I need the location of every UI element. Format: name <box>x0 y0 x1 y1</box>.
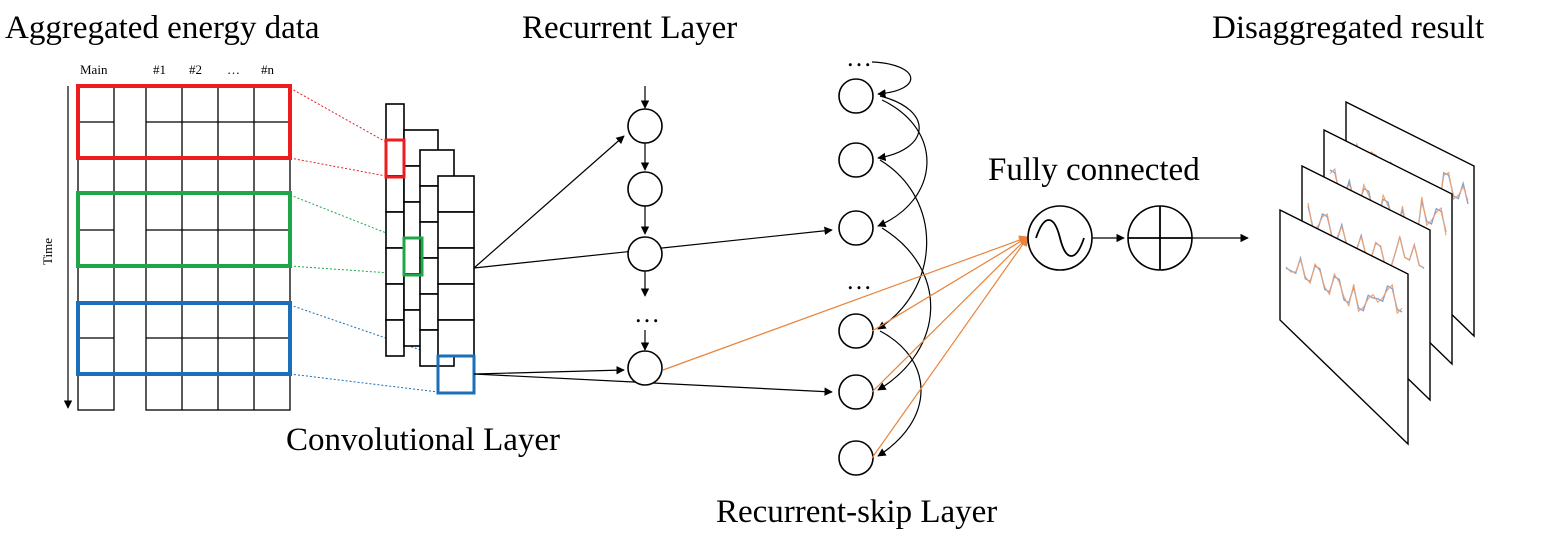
orange-arrow-skip-6 <box>871 236 1029 459</box>
skip-ellipsis-top: … <box>846 43 872 72</box>
header-main: Main <box>80 62 108 77</box>
input-data-table <box>77 85 291 411</box>
green-connector-top <box>289 194 405 241</box>
skip-curve-3 <box>877 159 928 330</box>
red-connector-top <box>289 87 387 143</box>
header-2: #2 <box>189 62 202 77</box>
feature-cell <box>437 319 475 357</box>
conv-to-recurrent-bottom-arrow <box>473 366 625 375</box>
feature-map-1 <box>385 103 405 357</box>
recurrent-layer: … <box>627 86 663 386</box>
feature-cell <box>385 103 405 141</box>
skip-curve-top <box>871 61 912 98</box>
header-1: #1 <box>153 62 166 77</box>
recurrent-ellipsis: … <box>634 299 660 328</box>
fully-connected-title: Fully connected <box>988 152 1200 188</box>
green-window <box>76 191 292 268</box>
skip-curve-1 <box>877 95 920 161</box>
feature-cell <box>385 247 405 285</box>
skip-node-6 <box>838 440 874 476</box>
feature-cell <box>437 247 475 285</box>
feature-cell <box>437 175 475 213</box>
skip-node-2 <box>838 142 874 178</box>
recurrent-skip-layer-title: Recurrent-skip Layer <box>716 494 997 530</box>
table-headers: Main #1 #2 … #n <box>80 62 275 77</box>
feature-cell <box>385 175 405 213</box>
skip-curve-2 <box>877 99 928 227</box>
skip-node-4 <box>838 313 874 349</box>
recurrent-node-3 <box>627 236 663 272</box>
feature-cell <box>385 319 405 357</box>
fully-connected-block <box>1027 205 1249 271</box>
plot-line-blue <box>1329 169 1447 238</box>
feature-cell <box>419 149 455 187</box>
convolution-feature-maps <box>385 103 475 367</box>
feature-map-4 <box>437 175 475 357</box>
panel-frame <box>1279 208 1409 446</box>
plot-line-blue <box>1285 255 1403 313</box>
skip-node-3 <box>838 210 874 246</box>
plot-line-orange <box>1285 257 1403 315</box>
plot-line-orange <box>1351 142 1469 209</box>
convolutional-layer-title: Convolutional Layer <box>286 422 560 458</box>
orange-arrow-skip-4 <box>871 236 1029 332</box>
disaggregated-result-panels <box>1279 100 1475 446</box>
skip-curve-4 <box>877 227 932 391</box>
skip-curve-5 <box>877 330 922 457</box>
sine-wave-icon <box>1035 219 1085 257</box>
conv-to-recurrent-top-arrow <box>473 135 625 269</box>
recurrent-node-2 <box>627 171 663 207</box>
feature-cell <box>385 211 405 249</box>
recurrent-layer-title: Recurrent Layer <box>522 10 737 46</box>
orange-arrows <box>662 235 1029 459</box>
header-n: #n <box>261 62 275 77</box>
plot-line-orange <box>1329 167 1447 242</box>
recurrent-node-1 <box>627 108 663 144</box>
skip-node-5 <box>838 374 874 410</box>
green-connector-bottom <box>289 265 405 275</box>
red-connector-bottom <box>289 157 387 177</box>
feature-cell <box>437 283 475 321</box>
time-label: Time <box>40 238 55 265</box>
conv-green-highlight <box>402 236 424 277</box>
recurrent-node-4 <box>627 350 663 386</box>
orange-arrow-skip-5 <box>871 236 1029 393</box>
disaggregated-result-title: Disaggregated result <box>1212 10 1484 46</box>
blue-window <box>76 301 292 376</box>
blue-connector-bottom <box>289 373 439 393</box>
recurrent-skip-layer: … … <box>838 43 932 476</box>
time-axis: Time <box>40 86 73 409</box>
header-ellipsis: … <box>227 62 240 77</box>
red-window <box>76 84 292 160</box>
conv-red-highlight <box>384 138 406 179</box>
main-column <box>77 85 115 411</box>
feature-cell <box>385 283 405 321</box>
result-panel-4 <box>1279 208 1409 446</box>
skip-node-1 <box>838 78 874 114</box>
orange-arrow-recurrent <box>662 235 1029 371</box>
feature-cell <box>385 139 405 177</box>
aggregated-energy-title: Aggregated energy data <box>5 10 320 46</box>
feature-cell <box>437 211 475 249</box>
skip-ellipsis-mid: … <box>846 266 872 295</box>
